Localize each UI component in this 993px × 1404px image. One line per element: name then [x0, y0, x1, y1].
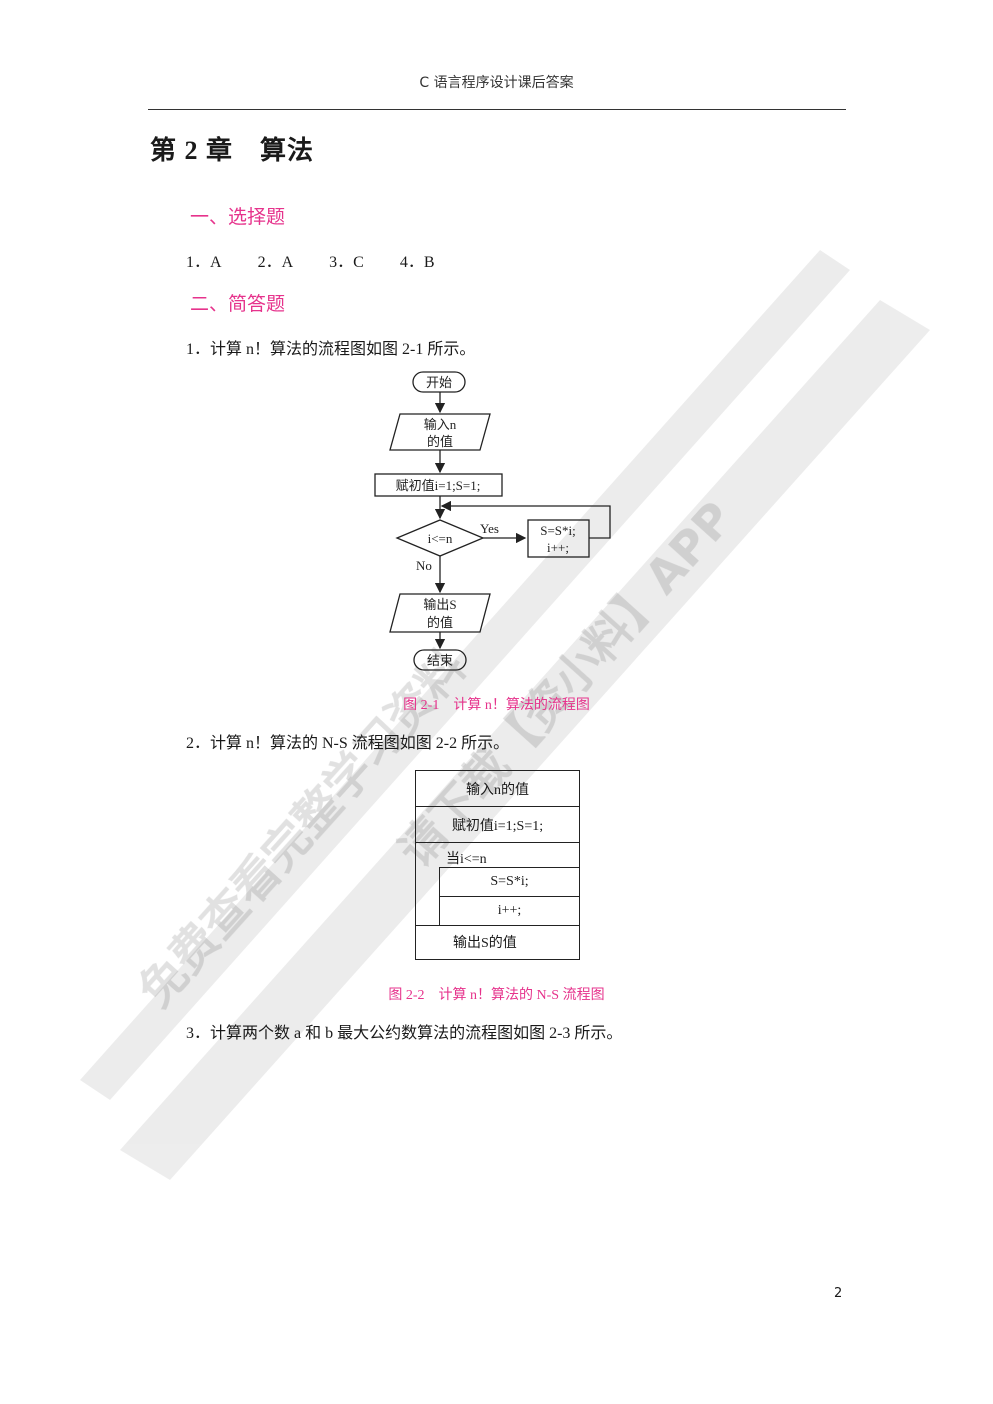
answer-4: 4．B: [399, 254, 435, 271]
ns-row-input: 输入n的值: [416, 771, 579, 807]
output-label-1: 输出S: [423, 597, 456, 612]
section-heading-short-answer: 二、简答题: [190, 293, 286, 315]
header-divider: [148, 109, 846, 110]
end-terminal: [413, 649, 467, 671]
ns-loop-block: 当i<=n S=S*i; i++;: [416, 843, 579, 926]
question-1: 1．计算 n！算法的流程图如图 2-1 所示。: [186, 341, 476, 358]
output-label-2: 的值: [427, 615, 453, 630]
flowchart-figure-2-1: 开始 输入n 的值 赋初值i=1;S=1; i<=n Yes No S=S*i;…: [370, 368, 620, 678]
answer-2: 2．A: [257, 254, 294, 271]
ns-loop-body-1: S=S*i;: [440, 867, 579, 896]
section-heading-choice: 一、选择题: [190, 206, 286, 228]
loop-body-label-2: i++;: [547, 540, 569, 555]
loop-body-label-1: S=S*i;: [540, 523, 576, 538]
answer-3: 3．C: [329, 254, 364, 271]
choice-answers: 1．A 2．A 3．C 4．B: [186, 248, 467, 272]
question-3: 3．计算两个数 a 和 b 最大公约数算法的流程图如图 2-3 所示。: [186, 1025, 623, 1042]
init-label: 赋初值i=1;S=1;: [396, 478, 481, 493]
running-header: C 语言程序设计课后答案: [419, 75, 574, 91]
input-parallelogram: [389, 413, 491, 451]
start-label: 开始: [426, 375, 452, 390]
answer-1: 1．A: [186, 254, 222, 271]
start-terminal: [412, 371, 466, 393]
output-parallelogram: [389, 593, 491, 633]
figure-2-2-caption: 图 2-2 计算 n！算法的 N-S 流程图: [388, 988, 605, 1003]
end-label: 结束: [427, 653, 453, 668]
ns-row-init: 赋初值i=1;S=1;: [416, 807, 579, 843]
yes-label: Yes: [480, 521, 499, 536]
condition-label: i<=n: [428, 531, 453, 546]
question-2: 2．计算 n！算法的 N-S 流程图如图 2-2 所示。: [186, 735, 510, 752]
input-label-1: 输入n: [424, 417, 457, 432]
chapter-title: 第 2 章 算法: [150, 136, 315, 165]
init-box: [374, 473, 503, 497]
page-number: 2: [834, 1286, 843, 1301]
ns-row-output: 输出S的值: [453, 936, 517, 951]
ns-chart-figure-2-2: 输入n的值 赋初值i=1;S=1; 当i<=n S=S*i; i++; 输出S的…: [415, 770, 580, 960]
figure-2-1-caption: 图 2-1 计算 n！算法的流程图: [403, 698, 590, 713]
ns-loop-label: 当i<=n: [446, 852, 487, 867]
input-label-2: 的值: [427, 434, 453, 449]
ns-loop-body-2: i++;: [440, 896, 579, 925]
ns-loop-body: S=S*i; i++;: [439, 867, 579, 925]
no-label: No: [416, 558, 432, 573]
